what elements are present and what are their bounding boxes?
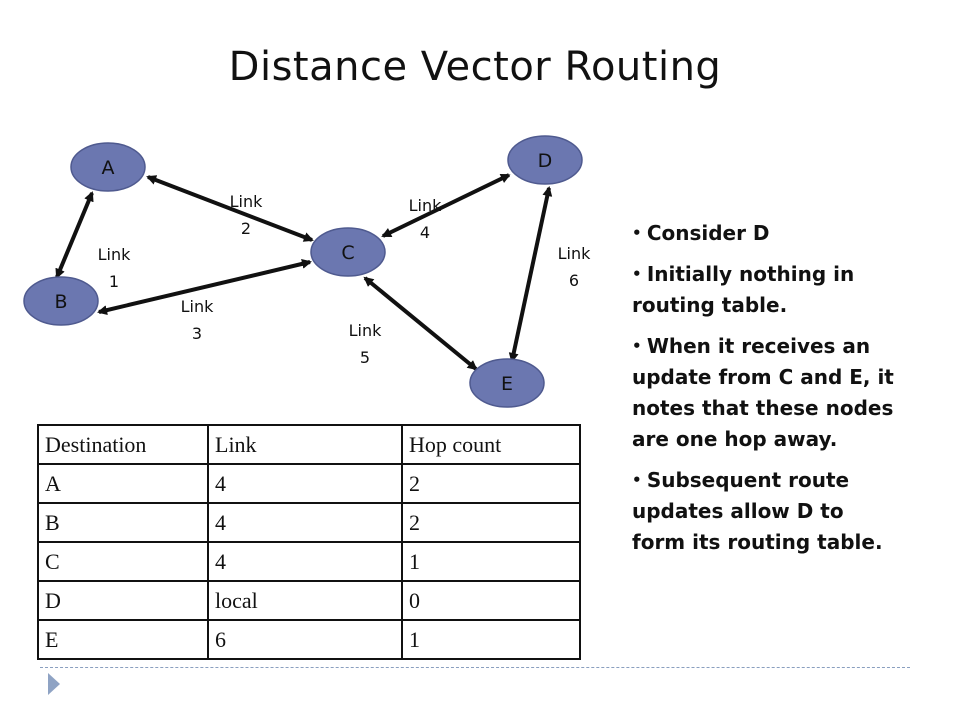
table-row: D local 0 <box>37 580 581 621</box>
cell-hop-count: 1 <box>401 619 581 660</box>
edge-link-6 <box>508 186 553 363</box>
node-c: C <box>310 227 386 277</box>
node-b-label: B <box>54 291 67 313</box>
cell-destination: C <box>37 541 209 582</box>
node-b: B <box>23 276 99 326</box>
table-row: B 4 2 <box>37 502 581 543</box>
bullet-list: Consider D Initially nothing in routing … <box>632 218 894 568</box>
bullet-item: Subsequent route updates allow D to form… <box>632 465 894 558</box>
cell-destination: D <box>37 580 209 621</box>
cell-hop-count: 1 <box>401 541 581 582</box>
cell-link: 4 <box>207 502 403 543</box>
node-c-label: C <box>341 242 354 264</box>
link-6-label-number: 6 <box>569 271 579 290</box>
cell-hop-count: 2 <box>401 463 581 504</box>
bullet-item: When it receives an update from C and E,… <box>632 331 894 455</box>
cell-link: 4 <box>207 541 403 582</box>
link-5-label-number: 5 <box>360 348 370 367</box>
table-row: E 6 1 <box>37 619 581 660</box>
table-row: A 4 2 <box>37 463 581 504</box>
bullet-item: Consider D <box>632 218 894 249</box>
cell-destination: E <box>37 619 209 660</box>
edge-link-3 <box>97 258 312 316</box>
link-6-label-word: Link <box>558 244 592 263</box>
node-d-label: D <box>538 150 553 172</box>
header-hop-count: Hop count <box>401 424 581 465</box>
link-4-label-word: Link <box>409 196 443 215</box>
cell-destination: A <box>37 463 209 504</box>
cell-link: 4 <box>207 463 403 504</box>
slide-title: Distance Vector Routing <box>228 44 722 90</box>
link-2-label: Link 2 <box>230 192 264 238</box>
cell-hop-count: 2 <box>401 502 581 543</box>
link-5-label: Link 5 <box>349 321 383 367</box>
link-1-label-word: Link <box>98 245 132 264</box>
link-4-label-number: 4 <box>420 223 430 242</box>
slide-bullet-triangle-icon <box>48 673 60 695</box>
footer-divider <box>40 667 910 668</box>
link-2-label-number: 2 <box>241 219 251 238</box>
link-3-label: Link 3 <box>181 297 215 343</box>
link-1-label-number: 1 <box>109 272 119 291</box>
node-e-label: E <box>501 373 513 395</box>
link-2-label-word: Link <box>230 192 264 211</box>
routing-table: Destination Link Hop count A 4 2 B 4 2 C… <box>37 424 581 660</box>
cell-link: local <box>207 580 403 621</box>
cell-destination: B <box>37 502 209 543</box>
link-3-label-word: Link <box>181 297 215 316</box>
link-6-label: Link 6 <box>558 244 592 290</box>
node-a: A <box>70 142 146 192</box>
link-4-label: Link 4 <box>409 196 443 242</box>
edge-link-1 <box>55 191 94 279</box>
edge-link-2 <box>146 175 314 242</box>
cell-hop-count: 0 <box>401 580 581 621</box>
node-d: D <box>507 135 583 185</box>
link-3-label-number: 3 <box>192 324 202 343</box>
node-a-label: A <box>102 157 115 179</box>
link-5-label-word: Link <box>349 321 383 340</box>
header-link: Link <box>207 424 403 465</box>
edge-link-4 <box>381 173 511 238</box>
edge-link-5 <box>363 276 478 371</box>
bullet-item: Initially nothing in routing table. <box>632 259 894 321</box>
table-row: C 4 1 <box>37 541 581 582</box>
cell-link: 6 <box>207 619 403 660</box>
link-1-label: Link 1 <box>98 245 132 291</box>
node-e: E <box>469 358 545 408</box>
table-header-row: Destination Link Hop count <box>37 424 581 465</box>
header-destination: Destination <box>37 424 209 465</box>
